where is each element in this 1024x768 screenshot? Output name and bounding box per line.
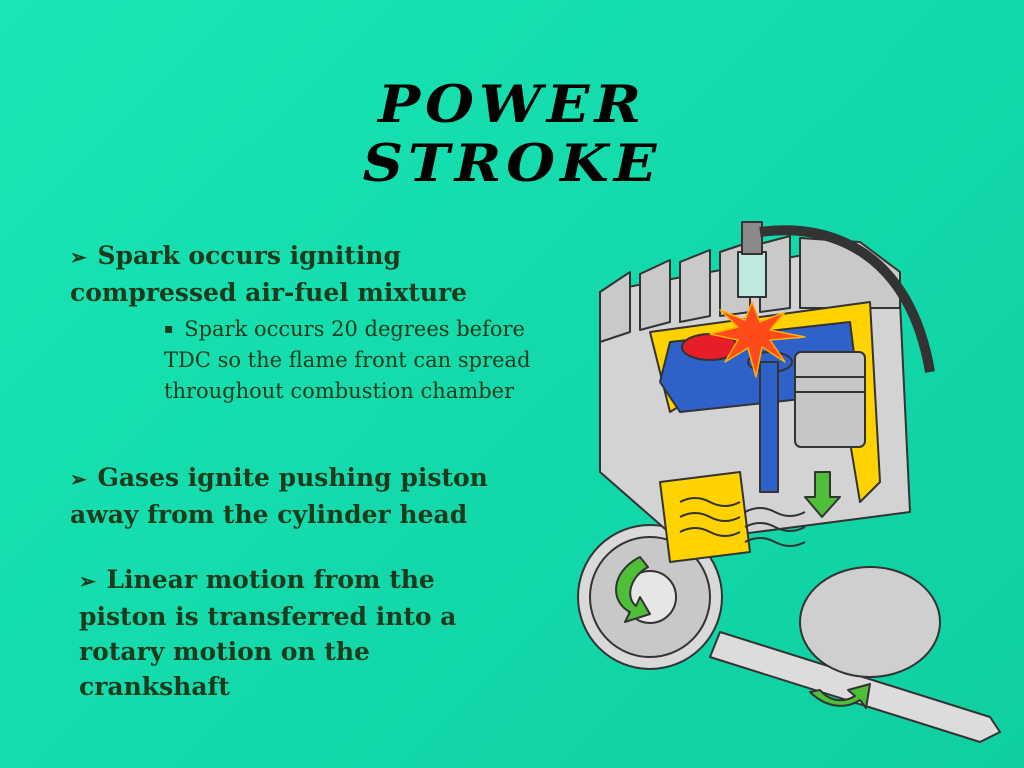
slide-title-line-2: STROKE xyxy=(362,133,662,194)
spark-burst xyxy=(709,301,806,378)
valve-stem xyxy=(759,361,779,493)
engine-cutaway-illustration xyxy=(577,221,1001,743)
sub-bullet-spark-timing-text: Spark occurs 20 degrees before TDC so th… xyxy=(164,317,531,403)
piston xyxy=(794,351,866,448)
spark-plug-wire xyxy=(759,225,935,373)
crankshaft xyxy=(709,631,1001,743)
piston-down-arrow xyxy=(804,471,841,518)
valve-spring xyxy=(679,497,741,537)
arrow-bullet-icon: ➢ xyxy=(79,569,96,593)
arrow-bullet-icon: ➢ xyxy=(70,467,87,491)
rotation-arrow-crankshaft xyxy=(809,683,871,709)
slide-title-line-1: POWER xyxy=(377,74,646,135)
bullet-gases-ignite-text: Gases ignite pushing piston away from th… xyxy=(70,463,488,529)
bullet-linear-motion: ➢ Linear motion from the piston is trans… xyxy=(79,562,499,704)
bullet-gases-ignite: ➢ Gases ignite pushing piston away from … xyxy=(70,460,530,532)
square-bullet-icon: ▪ xyxy=(164,321,174,337)
bullet-spark: ➢ Spark occurs igniting compressed air-f… xyxy=(70,238,540,310)
bullet-spark-text: Spark occurs igniting compressed air-fue… xyxy=(70,241,468,307)
slide-title: POWER STROKE xyxy=(0,75,1024,193)
rotation-arrow-gear xyxy=(615,556,651,623)
bullet-linear-motion-text: Linear motion from the piston is transfe… xyxy=(79,565,457,701)
sub-bullet-spark-timing: ▪ Spark occurs 20 degrees before TDC so … xyxy=(164,314,564,407)
spark-plug xyxy=(737,251,767,298)
arrow-bullet-icon: ➢ xyxy=(70,245,87,269)
